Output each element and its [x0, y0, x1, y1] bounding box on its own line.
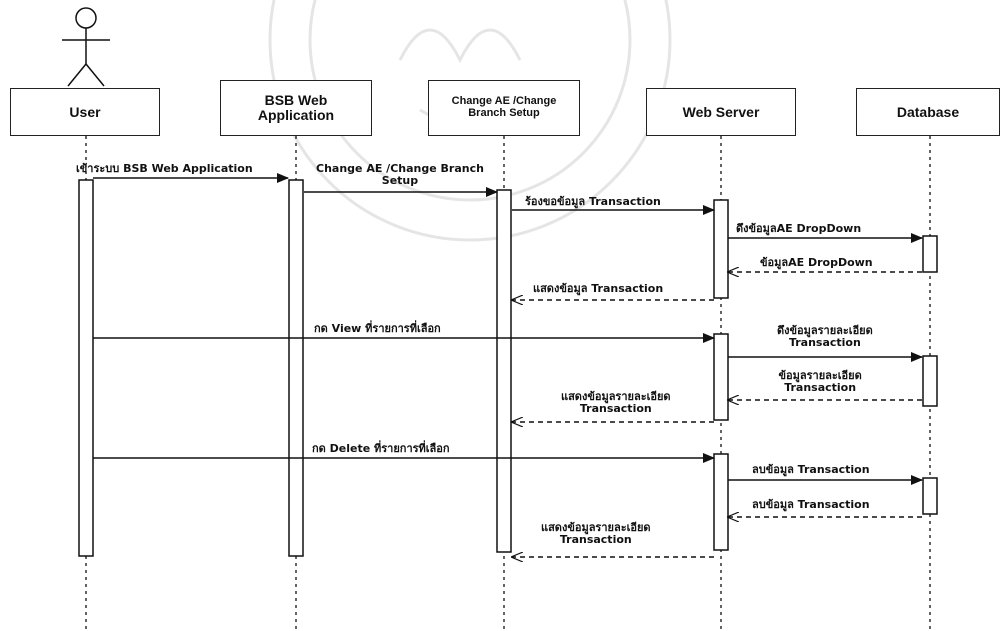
- message-label-m13: ลบข้อมูล Transaction: [752, 498, 870, 511]
- message-label-m3: ร้องขอข้อมูล Transaction: [525, 195, 661, 208]
- message-label-m12: ลบข้อมูล Transaction: [752, 463, 870, 476]
- message-label-m10: แสดงข้อมูลรายละเอียด Transaction: [561, 390, 671, 415]
- lifeline-label-user: User: [69, 103, 101, 120]
- message-label-m7: กด View ที่รายการที่เลือก: [314, 322, 441, 335]
- lifeline-label-web: Web Server: [682, 103, 760, 120]
- activation-user: [78, 179, 94, 557]
- activation-web-server-3: [713, 453, 729, 551]
- lifeline-label-change: Change AE /Change Branch Setup: [451, 95, 557, 119]
- lifeline-head-web: Web Server: [646, 88, 796, 136]
- activation-web-server-1: [713, 199, 729, 299]
- lifeline-head-user: User: [10, 88, 160, 136]
- activation-database-3: [922, 477, 938, 515]
- message-label-m11: กด Delete ที่รายการที่เลือก: [312, 442, 450, 455]
- activation-database-2: [922, 355, 938, 407]
- message-label-m8: ดึงข้อมูลรายละเอียด Transaction: [777, 324, 873, 349]
- user-actor-icon: [62, 7, 110, 87]
- activation-change-ae: [496, 189, 512, 553]
- activation-database-1: [922, 235, 938, 273]
- lifeline-head-change: Change AE /Change Branch Setup: [428, 80, 580, 136]
- activation-web-server-2: [713, 333, 729, 421]
- lifeline-head-db: Database: [856, 88, 1000, 136]
- message-label-m5: ข้อมูลAE DropDown: [760, 256, 873, 269]
- message-label-m9: ข้อมูลรายละเอียด Transaction: [778, 369, 862, 394]
- lifeline-head-bsb: BSB Web Application: [220, 80, 372, 136]
- message-label-m6: แสดงข้อมูล Transaction: [533, 282, 664, 295]
- activation-bsb-web-application: [288, 179, 304, 557]
- message-label-m4: ดึงข้อมูลAE DropDown: [736, 222, 862, 235]
- message-label-m14: แสดงข้อมูลรายละเอียด Transaction: [541, 521, 651, 546]
- lifeline-label-bsb: BSB Web Application: [257, 92, 335, 123]
- message-label-m2: Change AE /Change Branch Setup: [316, 162, 484, 187]
- lifeline-label-db: Database: [896, 103, 960, 120]
- message-label-m1: เข้าระบบ BSB Web Application: [76, 162, 253, 175]
